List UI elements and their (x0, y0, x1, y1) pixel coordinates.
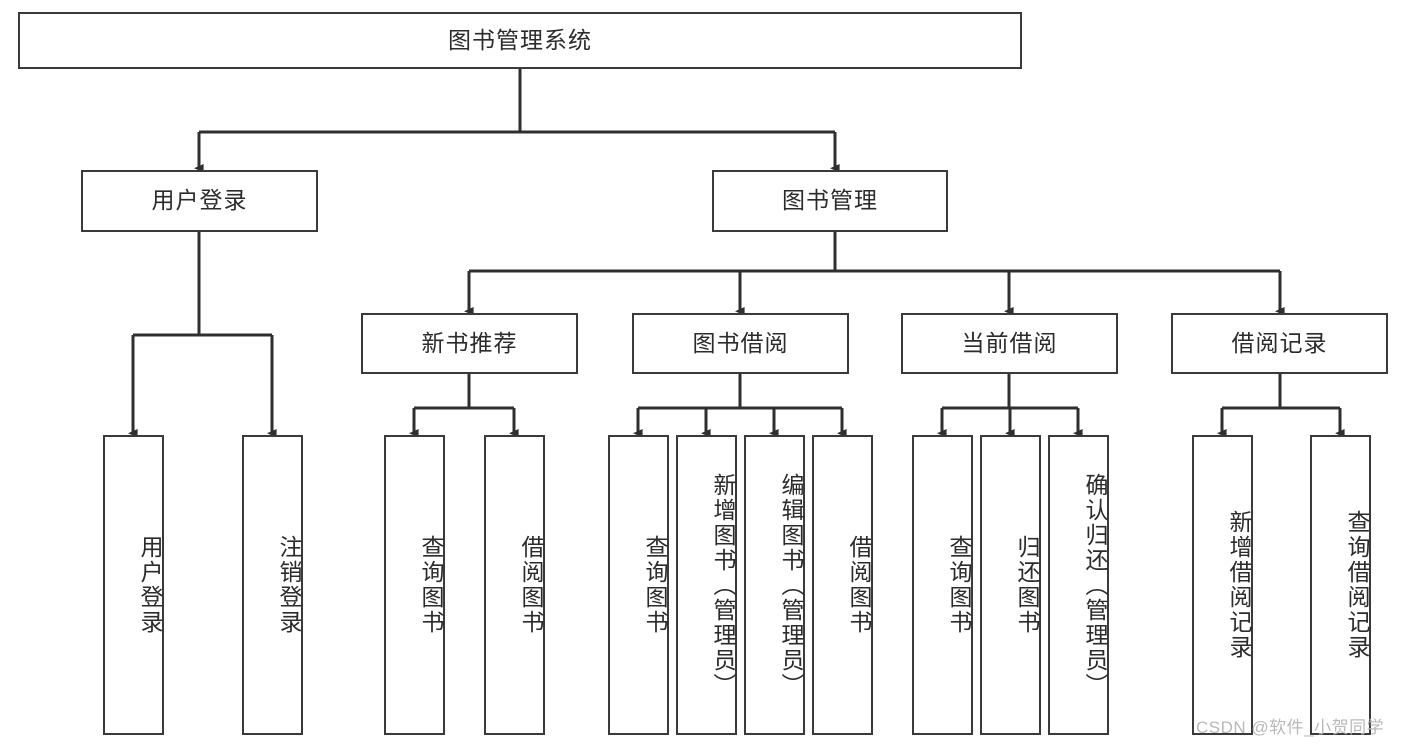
node-leaf-query-book-1-label: 查询图书 (418, 535, 444, 635)
node-book-manage-label: 图书管理 (782, 187, 878, 214)
node-leaf-confirm-return[interactable]: 确认归还（管理员） (1048, 435, 1109, 735)
node-leaf-query-record[interactable]: 查询借阅记录 (1310, 435, 1371, 735)
node-leaf-query-book-3[interactable]: 查询图书 (912, 435, 973, 735)
node-borrow-record[interactable]: 借阅记录 (1171, 313, 1388, 374)
node-new-book-rec-label: 新书推荐 (421, 329, 518, 356)
node-leaf-edit-book[interactable]: 编辑图书（管理员） (744, 435, 805, 735)
node-leaf-add-record[interactable]: 新增借阅记录 (1192, 435, 1253, 735)
node-leaf-borrow-book-1[interactable]: 借阅图书 (484, 435, 545, 735)
node-book-manage[interactable]: 图书管理 (712, 170, 948, 232)
node-leaf-borrow-book-1-label: 借阅图书 (518, 535, 544, 635)
node-new-book-rec[interactable]: 新书推荐 (361, 313, 578, 374)
node-leaf-edit-book-label: 编辑图书（管理员） (778, 472, 804, 698)
node-leaf-query-record-label: 查询借阅记录 (1344, 510, 1370, 660)
node-leaf-query-book-2[interactable]: 查询图书 (608, 435, 669, 735)
watermark: CSDN @软件_小贺同学 (1196, 718, 1385, 737)
node-leaf-user-login[interactable]: 用户登录 (103, 435, 164, 735)
node-leaf-add-book-label: 新增图书（管理员） (710, 472, 736, 698)
node-leaf-user-login-label: 用户登录 (137, 535, 163, 635)
node-root[interactable]: 图书管理系统 (18, 12, 1022, 69)
node-leaf-borrow-book-2-label: 借阅图书 (846, 535, 872, 635)
node-leaf-add-book[interactable]: 新增图书（管理员） (676, 435, 737, 735)
node-leaf-user-logout[interactable]: 注销登录 (242, 435, 303, 735)
node-book-borrow[interactable]: 图书借阅 (632, 313, 849, 374)
node-root-label: 图书管理系统 (448, 26, 592, 53)
node-leaf-return-book-label: 归还图书 (1014, 535, 1040, 635)
node-leaf-confirm-return-label: 确认归还（管理员） (1082, 472, 1108, 698)
node-leaf-user-logout-label: 注销登录 (276, 535, 302, 635)
node-leaf-query-book-1[interactable]: 查询图书 (384, 435, 445, 735)
node-borrow-record-label: 借阅记录 (1231, 329, 1328, 356)
node-leaf-borrow-book-2[interactable]: 借阅图书 (812, 435, 873, 735)
node-current-borrow[interactable]: 当前借阅 (901, 313, 1118, 374)
node-leaf-return-book[interactable]: 归还图书 (980, 435, 1041, 735)
node-book-borrow-label: 图书借阅 (692, 329, 789, 356)
node-leaf-query-book-2-label: 查询图书 (642, 535, 668, 635)
node-current-borrow-label: 当前借阅 (961, 329, 1058, 356)
node-leaf-add-record-label: 新增借阅记录 (1226, 510, 1252, 660)
node-user-login-label: 用户登录 (151, 187, 248, 214)
node-user-login[interactable]: 用户登录 (81, 170, 318, 232)
node-leaf-query-book-3-label: 查询图书 (946, 535, 972, 635)
